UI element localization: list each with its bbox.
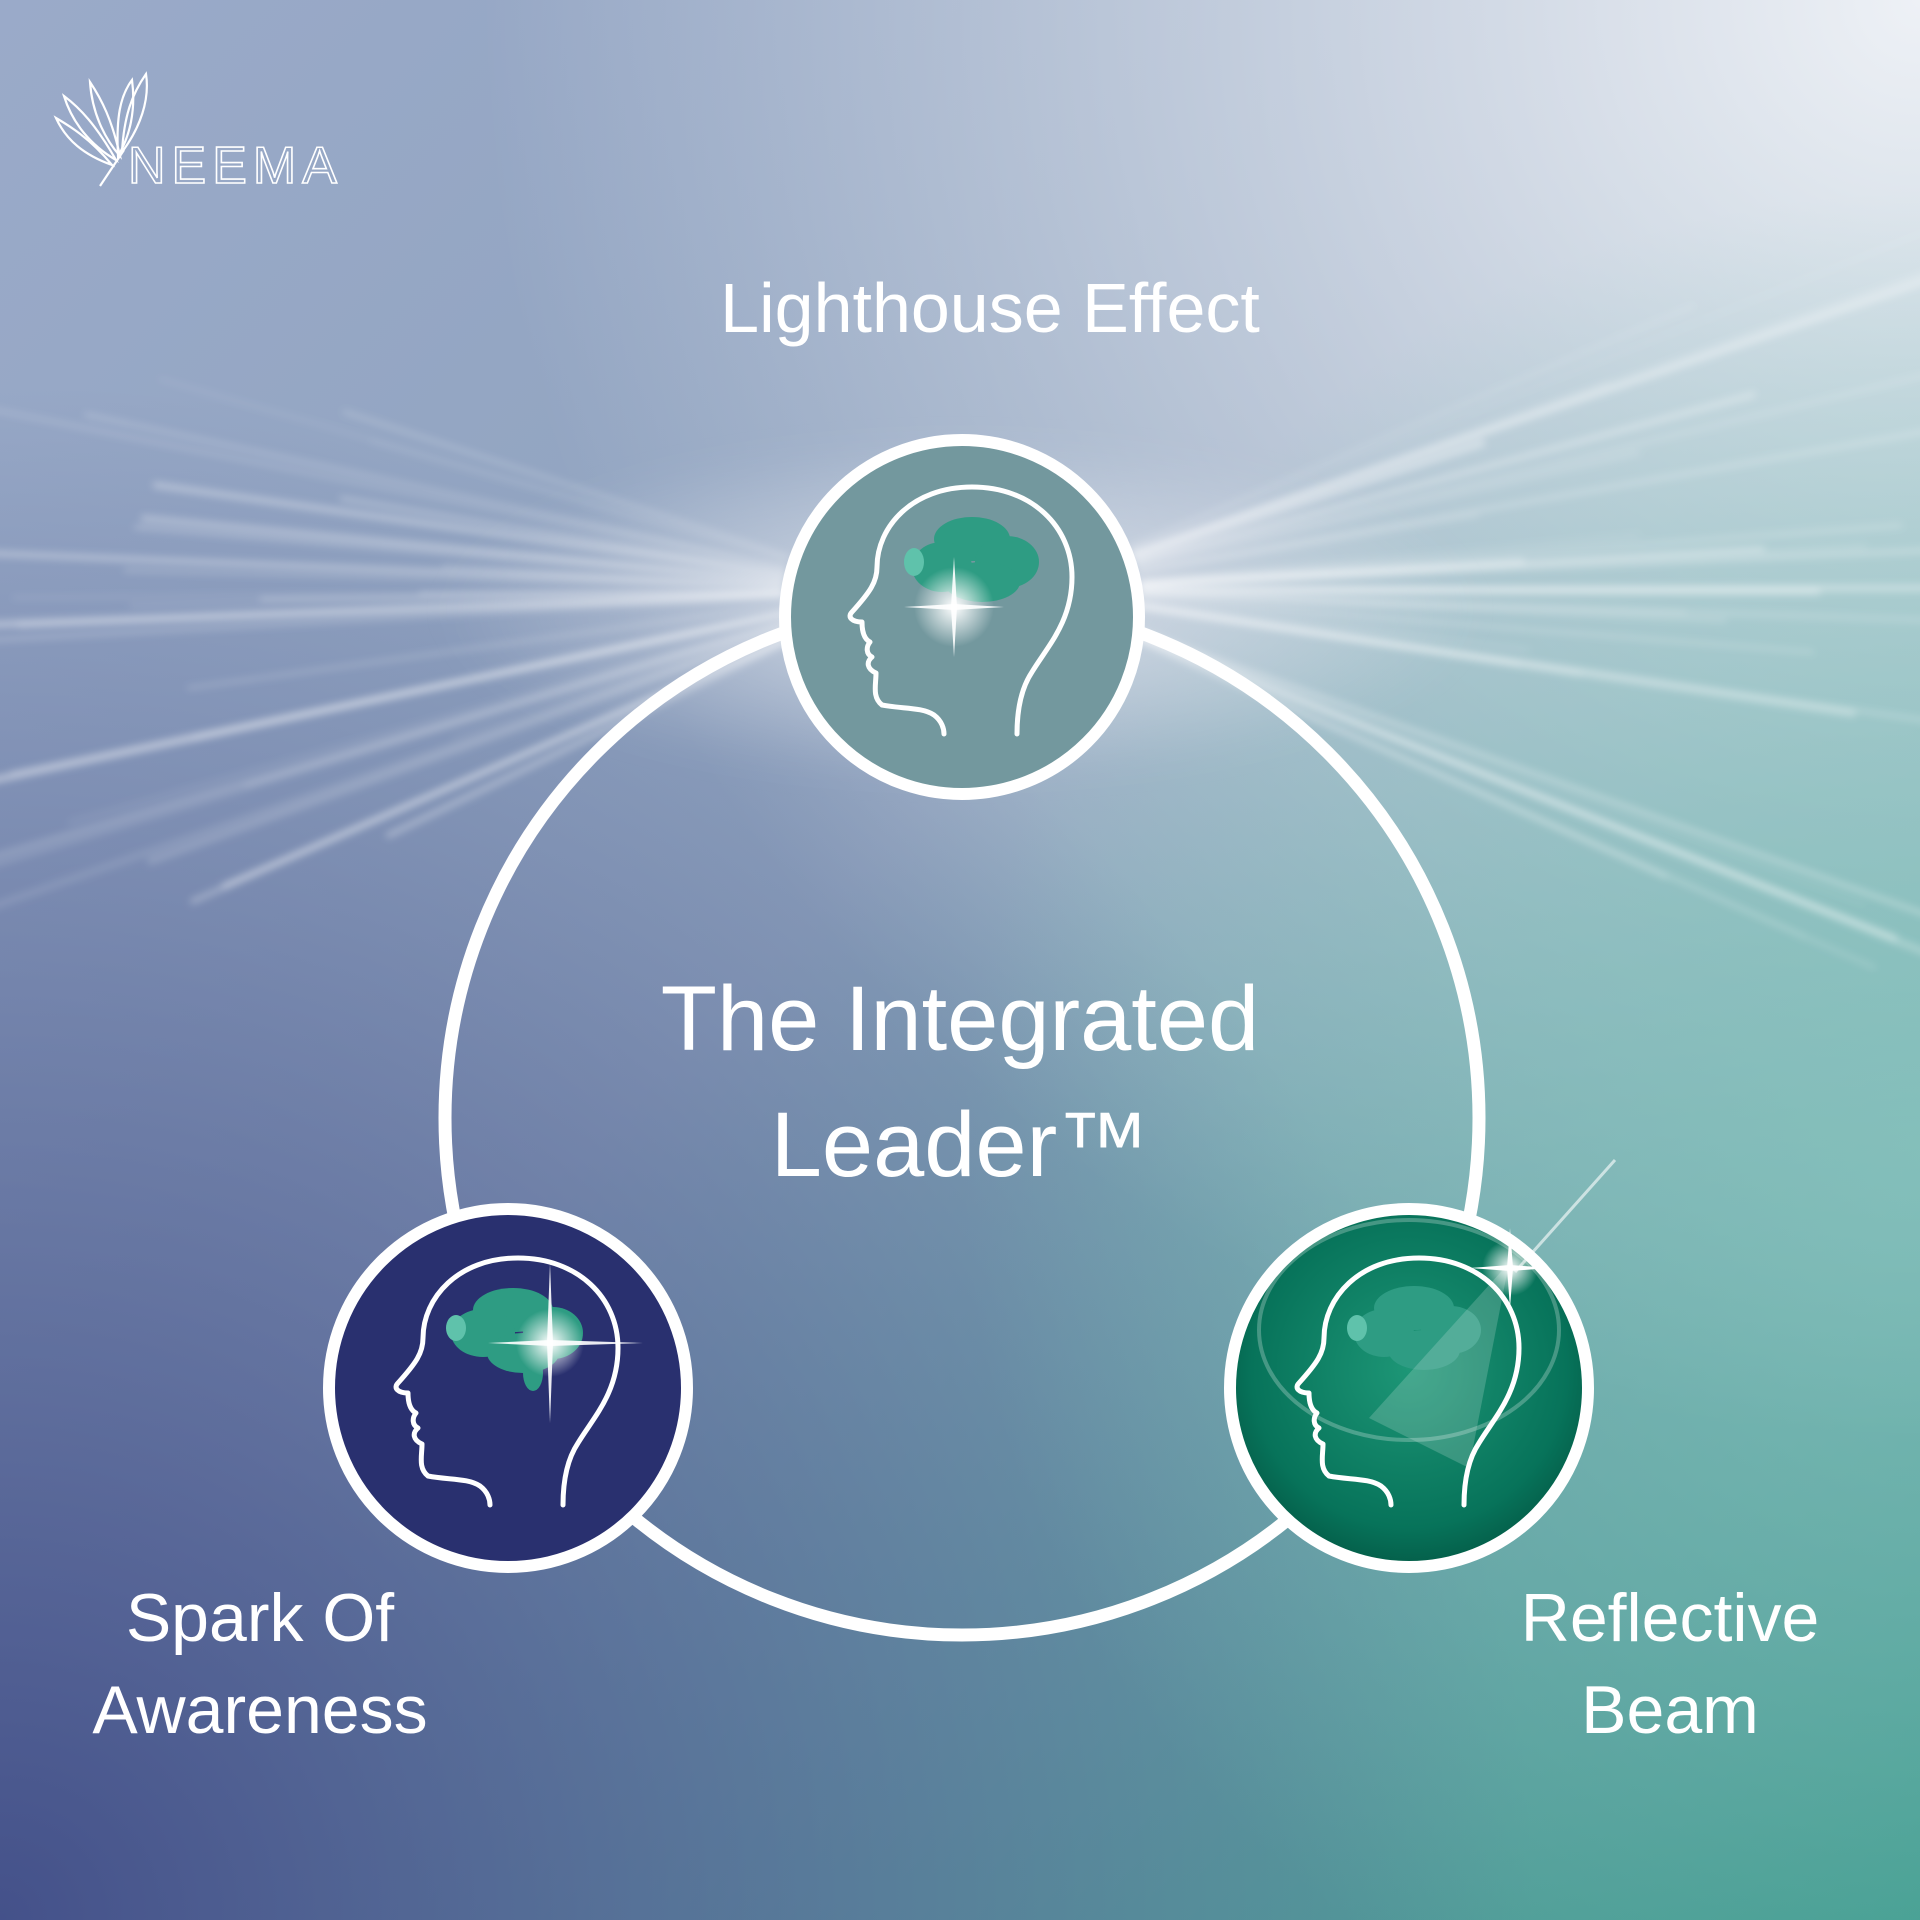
- node-lighthouse-effect: [779, 434, 1145, 800]
- diagram-title: The Integrated Leader™: [480, 956, 1440, 1208]
- spark-glint: [904, 557, 1004, 657]
- brain-shape: [1347, 1286, 1481, 1370]
- brand-name: NEEMA: [128, 137, 343, 195]
- neema-logo: NEEMA: [53, 71, 343, 196]
- label-left-line1: Spark Of: [125, 1580, 395, 1656]
- head-outline: [393, 1255, 621, 1508]
- label-reflective-beam: Reflective Beam: [1460, 1572, 1880, 1756]
- label-spark-of-awareness: Spark Of Awareness: [40, 1572, 480, 1756]
- head-brain-icon: [1294, 1255, 1522, 1508]
- label-lighthouse-effect: Lighthouse Effect: [720, 269, 1260, 347]
- spark-glint: [1470, 1159, 1617, 1308]
- head-brain-icon: [393, 1255, 643, 1508]
- lotus-icon: [53, 71, 148, 187]
- diagram-title-line1: The Integrated: [660, 968, 1260, 1070]
- node-circle-right: [1224, 1203, 1594, 1573]
- label-right-line1: Reflective: [1520, 1580, 1820, 1656]
- diagram-title-line2: Leader™: [770, 1094, 1150, 1196]
- head-outline: [1294, 1255, 1522, 1508]
- node-reflective-beam: [1224, 1159, 1617, 1573]
- head-brain-icon: [847, 484, 1075, 737]
- spark-glint: [488, 1263, 643, 1423]
- head-outline: [847, 484, 1075, 737]
- glass-highlight: [1257, 1218, 1561, 1442]
- light-beam: [1369, 1263, 1509, 1468]
- label-right-line2: Beam: [1581, 1672, 1759, 1748]
- label-left-line2: Awareness: [92, 1672, 428, 1748]
- node-spark-of-awareness: [323, 1203, 693, 1573]
- node-circle-left: [323, 1203, 693, 1573]
